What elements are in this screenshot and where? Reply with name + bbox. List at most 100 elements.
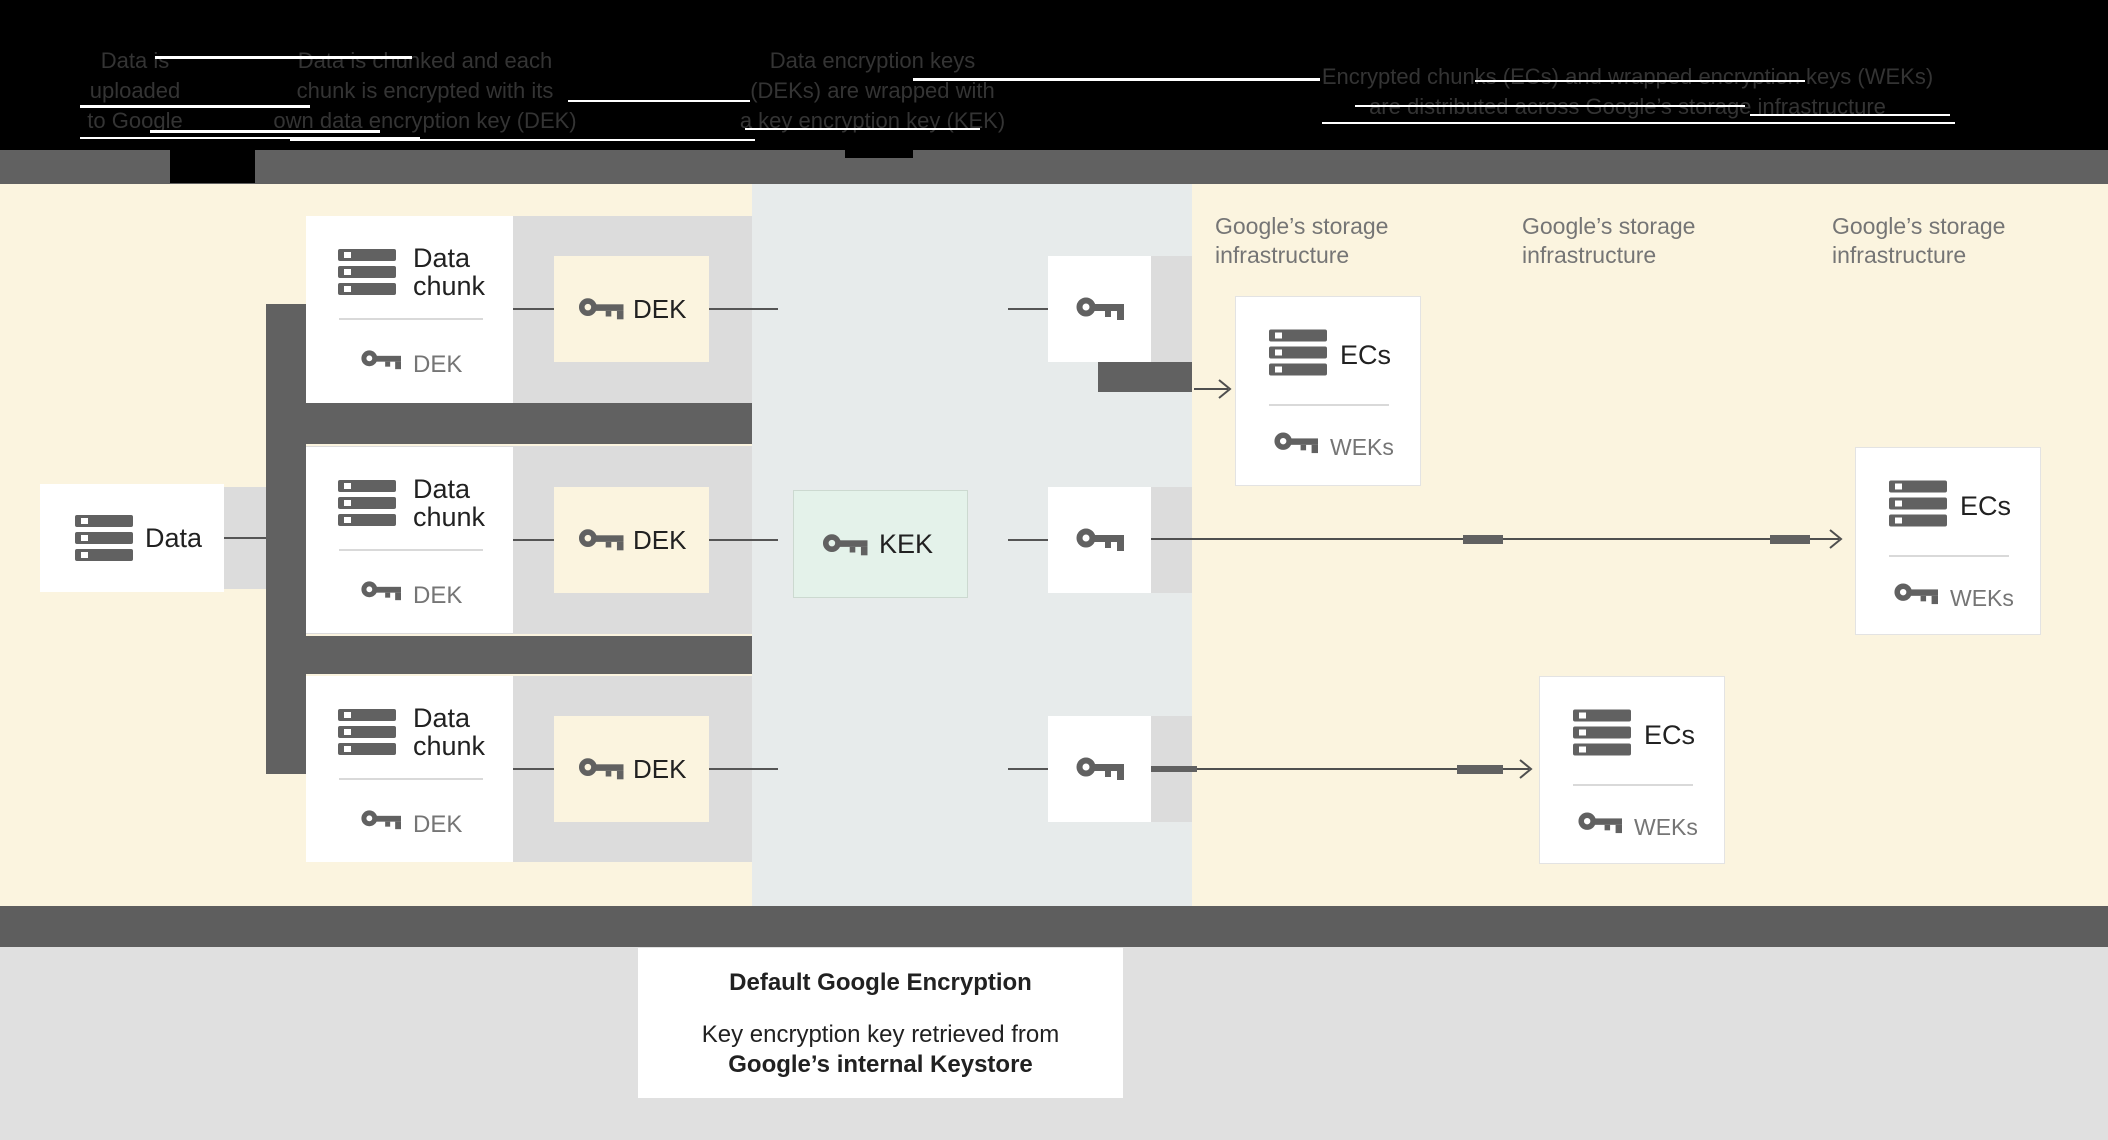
caption-line: Encrypted chunks (ECs) and wrapped encry… [1321, 64, 1934, 89]
storage-label-line: Google’s storage [1832, 213, 2006, 239]
data-chunk-card: Data chunk DEK [306, 676, 513, 862]
caption-line: to Google [87, 108, 183, 133]
connector-line [1008, 308, 1048, 310]
key-icon [361, 577, 401, 610]
key-icon [1076, 753, 1124, 790]
redaction-line [1355, 105, 1745, 107]
chunk-title-line: chunk [413, 271, 486, 301]
card-divider [1269, 404, 1389, 406]
arrow-to-storage-1 [1194, 379, 1232, 399]
storage-infrastructure-label: Google’s storage infrastructure [1832, 212, 2052, 270]
wrapped-key-chip [1151, 766, 1197, 772]
footer-title: Default Google Encryption [729, 969, 1032, 996]
server-icon [1573, 709, 1631, 761]
redaction-line [80, 137, 420, 139]
connector-line [709, 768, 778, 770]
caption-step-2: Data is chunked and each chunk is encryp… [260, 46, 590, 136]
top-divider-bar [0, 150, 2108, 184]
caption-line: (DEKs) are wrapped with [750, 78, 995, 103]
arrow-to-storage-3 [1151, 759, 1533, 779]
banner-notch [170, 150, 255, 183]
connector-line [709, 308, 778, 310]
dek-box: DEK [554, 716, 709, 822]
ec-card-key-label: WEKs [1330, 434, 1394, 460]
redaction-line [1750, 114, 1950, 116]
caption-step-3: Data encryption keys (DEKs) are wrapped … [730, 46, 1015, 136]
server-icon [75, 515, 133, 566]
key-icon [1274, 427, 1318, 464]
key-icon [578, 294, 624, 329]
ec-card-key-label: WEKs [1634, 814, 1698, 840]
storage-label-line: Google’s storage [1522, 213, 1696, 239]
wrapping-key-box [1048, 487, 1151, 593]
chunk-key-label: DEK [413, 351, 463, 378]
ec-card: ECs WEKs [1235, 296, 1421, 486]
wrapped-key-chip [1457, 765, 1503, 774]
chunk-title-line: Data [413, 703, 471, 733]
key-icon [1076, 524, 1124, 561]
storage-label-line: infrastructure [1522, 242, 1657, 268]
key-box-strip [1151, 256, 1192, 362]
footer-body-line: Google’s internal Keystore [728, 1051, 1033, 1078]
key-icon [578, 525, 624, 560]
connector-line [1008, 539, 1048, 541]
chunk-key-label: DEK [413, 582, 463, 609]
dek-box-label: DEK [633, 754, 687, 784]
caption-line: own data encryption key (DEK) [273, 108, 577, 133]
redaction-line [745, 128, 980, 130]
footer-body-line: Key encryption key retrieved from [701, 1021, 1060, 1048]
connector-line [224, 537, 266, 539]
caption-line: a key encryption key (KEK) [739, 108, 1006, 133]
key-icon [578, 754, 624, 789]
redaction-line [80, 105, 310, 108]
kek-box: KEK [793, 490, 968, 598]
redaction-line [913, 78, 1320, 81]
chunk-title-line: Data [413, 474, 471, 504]
pipe-arm-upper [266, 403, 752, 444]
caption-line: Data is chunked and each [297, 48, 553, 73]
redaction-line [290, 139, 755, 141]
connector-line [513, 308, 554, 310]
storage-infrastructure-label: Google’s storage infrastructure [1522, 212, 1742, 270]
connector-line [513, 539, 554, 541]
wrapped-key-chip [1770, 535, 1810, 544]
connector-line [513, 768, 554, 770]
wrapping-key-box [1048, 716, 1151, 822]
data-card: Data [40, 484, 224, 592]
card-divider [339, 549, 483, 551]
key-icon [361, 806, 401, 839]
caption-line: are distributed across Google’s storage … [1369, 94, 1886, 119]
dek-box-label: DEK [633, 294, 687, 324]
connector-line [709, 539, 778, 541]
caption-line: chunk is encrypted with its [296, 78, 554, 103]
key-icon [1076, 293, 1124, 330]
chunk-title-line: Data [413, 243, 471, 273]
storage-label-line: Google’s storage [1215, 213, 1389, 239]
card-divider [339, 318, 483, 320]
storage-label-line: infrastructure [1215, 242, 1350, 268]
key-icon [361, 346, 401, 379]
kek-box-label: KEK [879, 529, 934, 559]
connector-line [1008, 768, 1048, 770]
ec-card-title: ECs [1340, 340, 1392, 370]
dek-box-label: DEK [633, 525, 687, 555]
caption-line: Data encryption keys [769, 48, 976, 73]
server-icon [1269, 329, 1327, 381]
server-icon [338, 249, 396, 300]
server-icon [338, 480, 396, 531]
ec-card-title: ECs [1960, 491, 2012, 521]
key-icon [822, 530, 868, 565]
wrapped-key-notch [1098, 362, 1192, 392]
data-chunk-card: Data chunk DEK [306, 216, 513, 403]
server-icon [338, 709, 396, 760]
ec-card-title: ECs [1644, 720, 1696, 750]
dek-box: DEK [554, 487, 709, 593]
redaction-line [568, 100, 750, 102]
key-icon [1894, 578, 1938, 615]
wrapping-key-box [1048, 256, 1151, 362]
redaction-line [1475, 80, 1805, 82]
chunk-key-label: DEK [413, 811, 463, 838]
pipe-arm-lower [266, 636, 752, 674]
wrapped-key-chip [1463, 535, 1503, 544]
